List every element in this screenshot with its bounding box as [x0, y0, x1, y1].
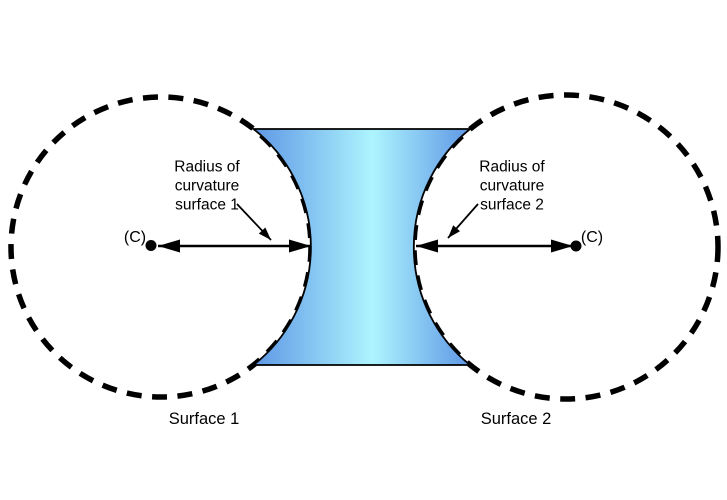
radius-label-2-line-3: surface 2	[480, 197, 544, 214]
curvature-circle-surface-2	[411, 92, 721, 402]
radius-label-2-line-2: curvature	[480, 178, 545, 195]
surface-2-caption: Surface 2	[481, 410, 552, 428]
radius-label-1-line-1: Radius of	[174, 159, 240, 176]
surface-1-caption: Surface 1	[169, 410, 240, 428]
pointer-arrow-surface-2	[447, 203, 479, 239]
center-of-curvature-dot-2	[570, 240, 582, 252]
biconcave-lens-body	[250, 128, 473, 366]
radius-label-1-line-3: surface 1	[175, 197, 239, 214]
center-of-curvature-dot-1	[145, 240, 157, 251]
radius-label-2-line-1: Radius of	[479, 159, 545, 176]
center-label-2: (C)	[581, 229, 603, 246]
radius-label-1-line-2: curvature	[175, 178, 240, 195]
center-label-1: (C)	[124, 229, 146, 246]
pointer-arrow-surface-1	[236, 203, 272, 241]
